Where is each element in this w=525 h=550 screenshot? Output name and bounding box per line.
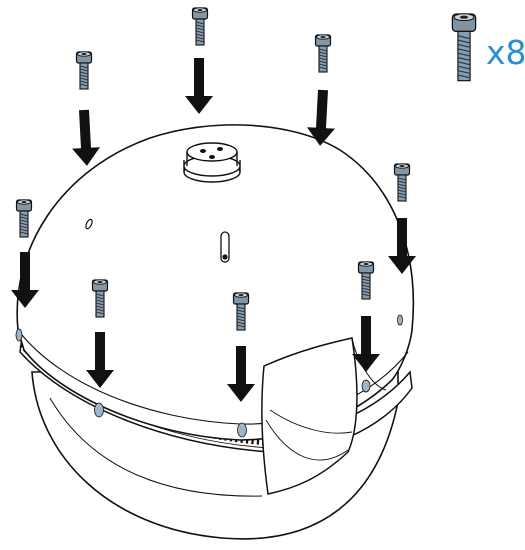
dome-vent-slot [220, 231, 230, 263]
screw-icon [451, 13, 477, 82]
dome-pin-hole [85, 218, 93, 230]
quantity-callout: x8 [451, 13, 525, 82]
screw-icon [191, 7, 209, 46]
screw-icon [15, 199, 33, 238]
down-arrow-icon [185, 58, 213, 114]
screw-icon [75, 51, 93, 90]
cable-gland [183, 142, 241, 183]
screw-arrow-top-center [185, 7, 213, 114]
screw-holes [15, 314, 403, 438]
screw-arrow-top-right [306, 34, 337, 147]
screw-icon [393, 163, 411, 202]
screw-icon [314, 34, 332, 73]
down-arrow-icon [70, 109, 101, 167]
screw-arrow-top-left [70, 51, 101, 167]
quantity-label: x8 [486, 33, 525, 72]
